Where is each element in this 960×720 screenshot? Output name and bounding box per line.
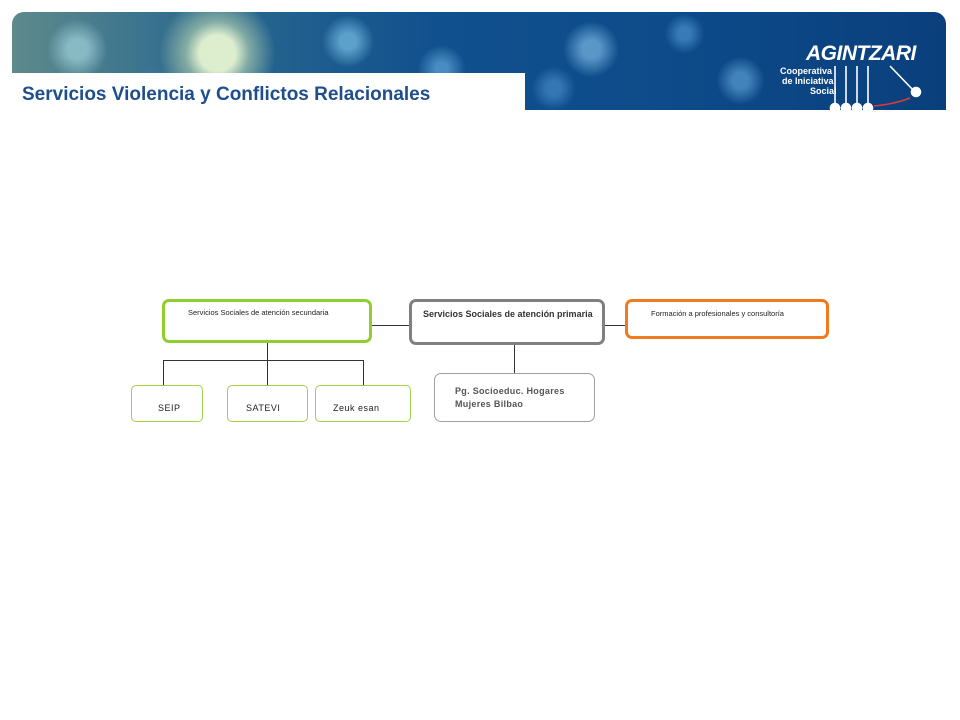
logo-subtitle-line: Cooperativa	[780, 66, 833, 76]
node-seip-label: SEIP	[158, 403, 181, 413]
node-seip: SEIP	[131, 385, 203, 422]
connector-seip	[163, 360, 164, 385]
node-satevi-label: SATEVI	[246, 403, 281, 413]
logo-wordmark: AGINTZARI	[806, 42, 916, 65]
agintzari-logo: AGINTZARI Cooperativa de Iniciativa Soci…	[770, 42, 930, 110]
connector-primaria-down	[514, 345, 515, 373]
node-formacion: Formación a profesionales y consultoría	[625, 299, 829, 339]
node-zeuk: Zeuk esan	[315, 385, 411, 422]
connector-secundaria-down	[267, 343, 268, 360]
connector-primaria-formacion	[605, 325, 626, 326]
node-hogares: Pg. Socioeduc. Hogares Mujeres Bilbao	[434, 373, 595, 422]
connector-secundaria-primaria	[372, 325, 410, 326]
node-primaria-label: Servicios Sociales de atención primaria	[423, 309, 593, 319]
node-secundaria-label: Servicios Sociales de atención secundari…	[188, 308, 329, 317]
connector-zeuk	[363, 360, 364, 385]
connector-satevi	[267, 360, 268, 385]
page-title: Servicios Violencia y Conflictos Relacio…	[22, 84, 431, 105]
node-secundaria: Servicios Sociales de atención secundari…	[162, 299, 372, 343]
node-zeuk-label: Zeuk esan	[333, 403, 380, 413]
connector-children-bar	[163, 360, 363, 361]
node-formacion-label: Formación a profesionales y consultoría	[651, 309, 784, 318]
logo-subtitle-line: de Iniciativa	[782, 76, 834, 86]
node-primaria: Servicios Sociales de atención primaria	[409, 299, 605, 345]
title-box: Servicios Violencia y Conflictos Relacio…	[12, 73, 525, 111]
node-hogares-label-line1: Pg. Socioeduc. Hogares	[455, 386, 565, 396]
node-satevi: SATEVI	[227, 385, 308, 422]
logo-subtitle: Cooperativa de Iniciativa Social	[780, 66, 848, 96]
logo-subtitle-line: Social	[810, 86, 837, 96]
logo-graphic	[829, 65, 922, 110]
node-hogares-label-line2: Mujeres Bilbao	[455, 399, 524, 409]
